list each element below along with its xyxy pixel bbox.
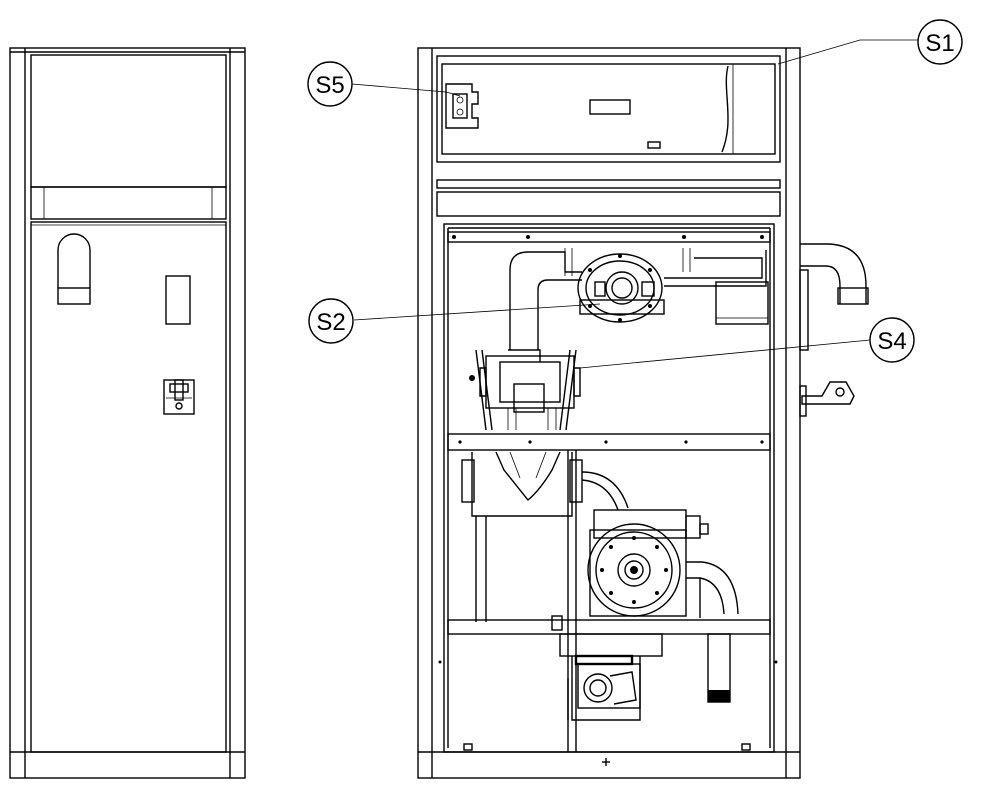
left-display-panel <box>30 54 227 188</box>
callout-s5: S5 <box>307 61 461 107</box>
callout-s1: S1 <box>777 19 963 65</box>
right-cabinet-outline <box>417 47 801 779</box>
filter-housing <box>461 451 583 622</box>
valve-assembly-s4 <box>469 349 581 431</box>
control-board-s5 <box>445 83 479 129</box>
lower-shelf <box>447 619 771 635</box>
head-frame-bar <box>436 191 781 217</box>
hose-pipe <box>799 243 869 351</box>
meter-inlet-pipe <box>509 251 582 350</box>
callout-s5-label: S5 <box>315 72 344 99</box>
electronics-head-box <box>436 55 781 163</box>
right-cabinet <box>417 47 801 779</box>
hydraulic-compartment <box>443 223 775 753</box>
flow-meter-s2 <box>577 253 665 323</box>
callout-s4-label: S4 <box>877 328 906 355</box>
callout-s4: S4 <box>579 317 915 369</box>
nozzle-bracket <box>799 381 855 417</box>
left-cabinet-outline <box>9 47 246 779</box>
lock-icon <box>163 379 195 415</box>
callout-s2: S2 <box>308 298 601 344</box>
callout-s1-label: S1 <box>925 30 954 57</box>
middle-shelf <box>447 433 771 451</box>
pulser-box <box>715 281 769 325</box>
switch-plate <box>165 275 191 325</box>
pump-motor <box>567 654 641 721</box>
left-door-panel <box>30 221 227 753</box>
drain-tube <box>707 633 731 703</box>
pump-outlet-elbow <box>686 561 739 615</box>
callout-s2-label: S2 <box>316 309 345 336</box>
nozzle-holster <box>57 233 91 288</box>
display-window <box>589 99 631 115</box>
left-cabinet <box>9 47 246 779</box>
pump-unit <box>587 509 709 617</box>
